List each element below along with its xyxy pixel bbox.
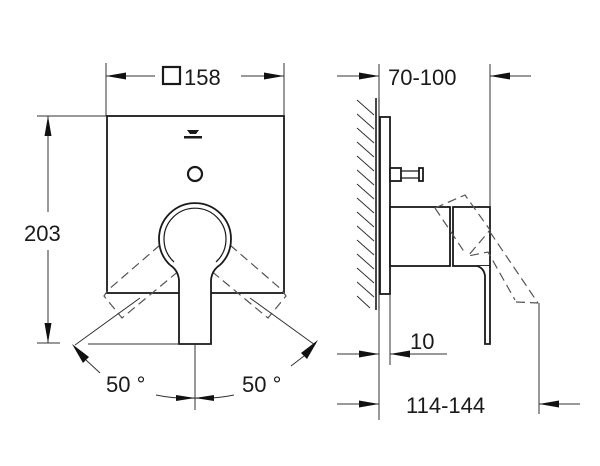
- diverter-knob-side: [389, 167, 424, 182]
- handle-ring: [158, 202, 232, 266]
- depth-dimension: 70-100: [337, 64, 531, 207]
- diverter-button: [186, 165, 204, 183]
- rotation-left-label: 50 °: [106, 372, 145, 397]
- side-view: 70-100 10 114-144: [337, 64, 580, 420]
- rotation-angle-dimension: 50 ° 50 °: [72, 297, 318, 410]
- rotation-right-label: 50 °: [242, 372, 281, 397]
- total-depth-dimension: 114-144: [337, 303, 580, 418]
- depth-label: 70-100: [388, 65, 457, 90]
- wall-hatching: [356, 98, 380, 310]
- width-dimension: 158: [105, 63, 285, 116]
- height-dimension: 203: [24, 115, 108, 344]
- brand-logo: [184, 130, 202, 139]
- height-label: 203: [24, 221, 61, 246]
- rotated-lever-outline: [434, 194, 539, 304]
- plate-thickness-dimension: 10: [337, 294, 447, 420]
- width-label: 158: [184, 65, 221, 90]
- lever-side: [476, 265, 491, 345]
- square-symbol-icon: [161, 65, 182, 86]
- front-view: 158 203: [24, 63, 318, 410]
- handle-body-side: [389, 206, 451, 267]
- cover-plate-side: [379, 116, 391, 295]
- plate-thickness-label: 10: [410, 329, 434, 354]
- rotated-handle-outline: [103, 244, 287, 319]
- total-depth-label: 114-144: [406, 393, 485, 418]
